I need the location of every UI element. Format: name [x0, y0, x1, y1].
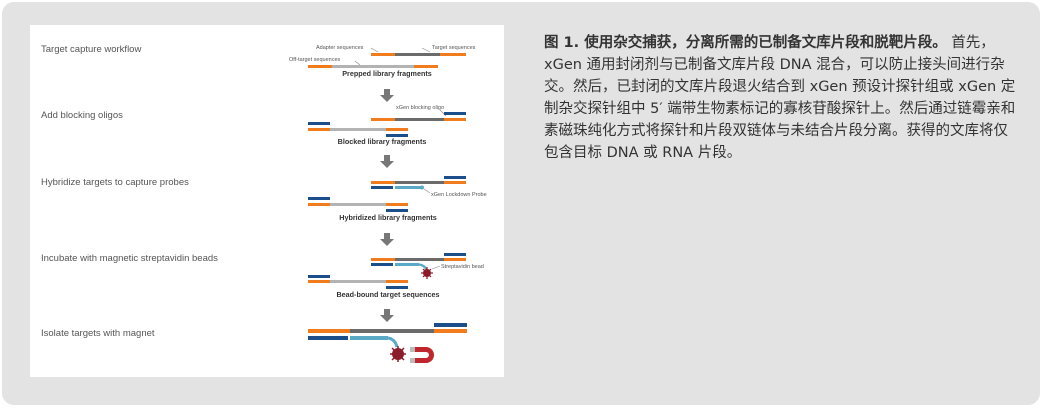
annotation-bead: Streptavidin bead — [441, 264, 484, 270]
adapter-segment — [414, 65, 438, 68]
figure-title: Target capture workflow — [41, 44, 141, 55]
blocking-oligo — [371, 186, 393, 189]
adapter-segment — [434, 329, 467, 333]
annotation-adapter: Adapter sequences — [316, 45, 364, 51]
annotation-off-target: Off-target sequences — [289, 57, 341, 63]
blocking-oligo — [308, 122, 330, 125]
leader-line — [354, 60, 361, 66]
step-label-add-blocking: Add blocking oligos — [41, 110, 123, 121]
caption-lead: 图 1. 使用杂交捕获，分离所需的已制备文库片段和脱靶片段。 — [544, 35, 947, 51]
blocking-oligo — [444, 176, 466, 179]
blocking-oligo — [386, 209, 408, 212]
probe-linker — [387, 336, 399, 348]
step-label-isolate: Isolate targets with magnet — [41, 328, 155, 339]
leader-line — [423, 188, 431, 194]
streptavidin-bead-icon — [390, 346, 406, 362]
down-arrow-icon — [380, 309, 394, 322]
stage-isolated — [308, 323, 467, 363]
step-label-incubate: Incubate with magnetic streptavidin bead… — [41, 253, 218, 264]
blocking-oligo — [444, 112, 466, 115]
blocking-oligo — [308, 197, 330, 200]
capture-probe — [395, 186, 421, 189]
adapter-segment — [371, 53, 395, 56]
adapter-segment — [371, 181, 395, 184]
blocking-oligo — [434, 323, 467, 327]
target-segment — [395, 258, 444, 261]
stage-hybridized: xGen Lockdown Probe Hybridized library f… — [308, 176, 487, 222]
adapter-segment — [308, 65, 332, 68]
streptavidin-bead-icon — [421, 267, 433, 279]
blocking-oligo — [308, 275, 330, 278]
blocking-oligo — [386, 134, 408, 137]
adapter-segment — [371, 258, 395, 261]
target-segment — [395, 181, 444, 184]
blocking-oligo — [371, 263, 393, 266]
adapter-segment — [308, 280, 330, 283]
adapter-segment — [386, 280, 408, 283]
annotation-probe: xGen Lockdown Probe — [431, 192, 487, 198]
adapter-segment — [371, 118, 395, 121]
target-segment — [350, 329, 434, 333]
stage-label-bead-bound: Bead-bound target sequences — [336, 290, 439, 299]
annotation-blocking: xGen blocking oligo — [396, 105, 444, 111]
blocking-oligo — [308, 336, 348, 340]
probe-linker — [418, 263, 427, 270]
stage-bead-bound: Streptavidin bead Bead-bound target sequ… — [308, 253, 484, 299]
capture-probe — [395, 263, 419, 266]
adapter-segment — [308, 329, 350, 333]
biotin-label — [420, 185, 424, 190]
annotation-target: Target sequences — [432, 45, 476, 51]
magnet-icon — [410, 347, 434, 363]
target-segment — [395, 53, 421, 56]
blocking-oligo — [444, 253, 466, 256]
off-target-segment — [330, 280, 386, 283]
adapter-segment — [440, 53, 466, 56]
leader-line — [431, 265, 441, 270]
off-target-segment — [332, 65, 414, 68]
caption-body: 首先，xGen 通用封闭剂与已制备文库片段 DNA 混合，可以防止接头间进行杂交… — [544, 35, 1016, 161]
leader-line — [421, 47, 431, 53]
figure-caption: 图 1. 使用杂交捕获，分离所需的已制备文库片段和脱靶片段。 首先，xGen 通… — [544, 32, 1018, 164]
stage-label-blocked: Blocked library fragments — [338, 137, 427, 146]
off-target-segment — [330, 128, 386, 131]
adapter-segment — [444, 181, 466, 184]
stage-prepped: Adapter sequences Target sequences Off-t… — [289, 45, 476, 78]
down-arrow-icon — [380, 233, 394, 246]
adapter-segment — [308, 203, 330, 206]
step-label-hybridize: Hybridize targets to capture probes — [41, 177, 189, 188]
workflow-diagram: Target capture workflow Add blocking oli… — [41, 44, 487, 363]
capture-probe — [350, 336, 388, 340]
adapter-segment — [444, 118, 466, 121]
down-arrow-icon — [380, 155, 394, 168]
leader-line — [370, 47, 379, 53]
adapter-segment — [386, 128, 408, 131]
workflow-figure: Target capture workflow Add blocking oli… — [30, 25, 504, 377]
target-segment — [395, 118, 444, 121]
stage-label-hybridized: Hybridized library fragments — [339, 213, 436, 222]
adapter-segment — [444, 258, 466, 261]
stage-blocked: xGen blocking oligo Blocked library frag… — [308, 105, 466, 146]
off-target-segment — [330, 203, 386, 206]
adapter-segment — [308, 128, 330, 131]
down-arrow-icon — [380, 89, 394, 102]
stage-label-prepped: Prepped library fragments — [342, 69, 431, 78]
adapter-segment — [386, 203, 408, 206]
blocking-oligo — [386, 286, 408, 289]
